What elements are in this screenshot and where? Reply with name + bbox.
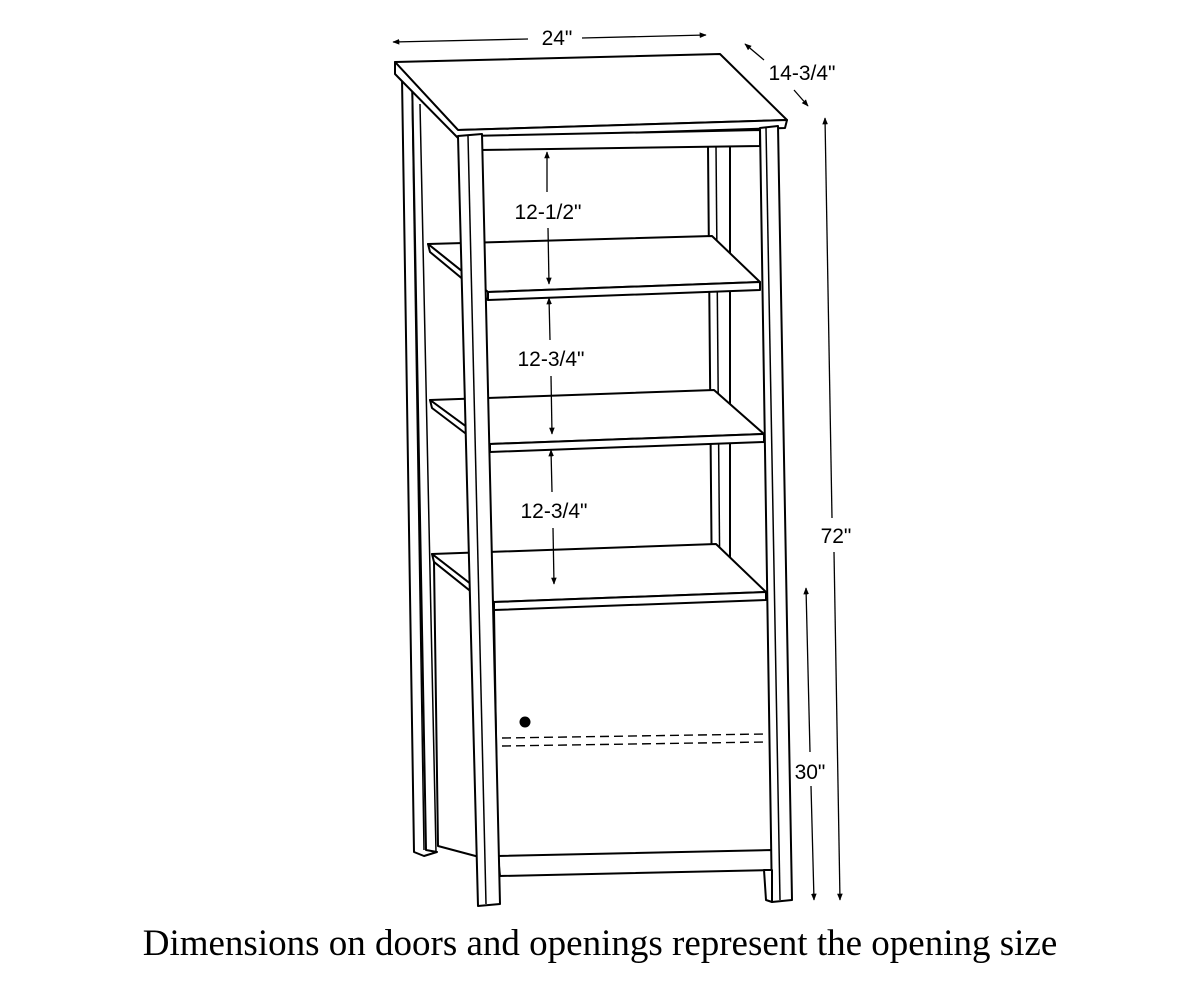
cabinet-height-label: 30" <box>795 761 826 784</box>
top-panel <box>394 53 788 131</box>
dimension-labels: 24" 14-3/4" 72" 30" 12-1/2" 12-3/4" 12-3… <box>515 27 852 784</box>
depth-dimension-line <box>744 43 765 61</box>
depth-label: 14-3/4" <box>769 62 836 85</box>
opening-3-label: 12-3/4" <box>521 500 588 523</box>
front-left-post <box>457 133 501 907</box>
cabinet-height-dimension-line <box>803 587 811 753</box>
opening-2-dimension-line <box>546 297 552 341</box>
width-label: 24" <box>542 27 573 50</box>
opening-1-label: 12-1/2" <box>515 201 582 224</box>
opening-2-label: 12-3/4" <box>518 348 585 371</box>
bookcase <box>394 53 793 907</box>
caption: Dimensions on doors and openings represe… <box>142 923 1058 964</box>
height-dimension-line <box>822 117 833 519</box>
bottom-rail <box>497 849 773 877</box>
top-panel-front-edge <box>394 61 788 139</box>
width-dimension-line <box>392 38 529 45</box>
height-label: 72" <box>821 525 852 548</box>
dimension-lines <box>392 32 843 901</box>
back-left-post <box>401 73 438 857</box>
door-divider-line <box>501 733 765 739</box>
opening-3-dimension-line <box>548 449 554 493</box>
door-knob <box>519 716 531 728</box>
front-right-post <box>759 125 793 903</box>
